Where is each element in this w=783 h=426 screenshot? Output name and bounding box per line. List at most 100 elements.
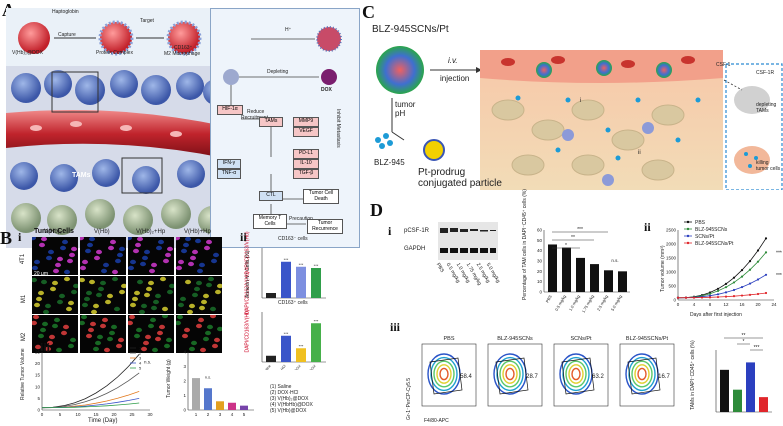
legend-item: (2) DOX·HCl (270, 390, 299, 396)
data-point (716, 287, 720, 290)
b-row-m1: M1 (21, 294, 28, 304)
tick-label: 15 (35, 373, 41, 378)
flow-title: SCNs/Pt (570, 336, 592, 342)
dose-label: PBS (434, 262, 446, 274)
d-sub-iii: iii (390, 320, 401, 334)
data-point (748, 259, 752, 263)
data-point (740, 269, 744, 272)
data-point (732, 276, 736, 279)
b-col-2: V(Hb) (94, 229, 110, 235)
tick-label: 25 (35, 350, 41, 355)
b-iii-tw-ylabel: Tumor Weight (g) (166, 359, 172, 398)
flow-inhibit: Inhibit Metastasis (335, 109, 341, 148)
b-iii-tv-ylabel: Relative Tumor Volume (20, 348, 26, 400)
tick-label: 20 (537, 269, 543, 274)
b-scale-bar: 20 μm (34, 271, 48, 277)
sig-label: n.s. (205, 374, 211, 379)
flow-il10: IL-10 (293, 159, 319, 169)
gate (429, 357, 463, 395)
b-sub-ii: ii (240, 230, 247, 244)
b-col-3: V(Hb)₂+Hp (136, 229, 166, 235)
tick-label: 1.75 mg/kg (581, 294, 595, 314)
microscopy-image (78, 235, 126, 275)
m2-macrophage-icon (166, 20, 202, 56)
legend-label: BLZ-945SCNs (695, 227, 728, 233)
microscopy-image (31, 276, 79, 315)
bar (216, 401, 224, 410)
protein-complex-icon (98, 20, 134, 56)
data-point (684, 296, 688, 299)
data-point (748, 268, 752, 271)
data-point (748, 293, 752, 296)
bar (576, 257, 585, 292)
d-tams-ylabel: TAMs in DAPI⁻CD45⁺ cells (%) (690, 340, 696, 410)
data-point (716, 295, 720, 299)
c-tumor-ph: tumor pH (395, 100, 416, 118)
tick-label: 0 (37, 408, 40, 413)
data-point (700, 296, 704, 299)
label-cd163: CD163⁺ (174, 45, 193, 51)
microscopy-image (128, 276, 175, 315)
panel-a-mechanism: H⁺ Depleting DOX HIF-1α Reduce Recruitme… (210, 8, 360, 248)
flow-title: BLZ-945SCNs/Pt (626, 336, 669, 342)
bar (311, 323, 321, 362)
bar (296, 348, 306, 362)
gate-value: 63.2 (592, 374, 604, 380)
blood-vessel (6, 109, 224, 158)
b-col-4: V(Hb)+Hp (184, 229, 211, 235)
bar (720, 369, 729, 412)
density-contour (637, 367, 647, 381)
legend-marker (686, 234, 690, 238)
tick-label: 60 (537, 228, 543, 233)
legend-label: BLZ-945SCNs/Pt (695, 241, 734, 247)
flow-title: BLZ-945SCNs (497, 336, 533, 342)
bar (204, 388, 212, 410)
tick-label: 0 (183, 408, 186, 413)
sig-label: n.s. (144, 360, 151, 365)
bar (548, 244, 557, 292)
tick-label: 2000 (666, 242, 677, 247)
tick-label: 24 (771, 302, 777, 307)
flow-title: PBS (443, 336, 454, 342)
series-line (677, 252, 767, 299)
b-col-1: V(Hb)₂ (44, 229, 62, 235)
legend-num: 5 (139, 366, 142, 371)
d-sub-ii: ii (644, 220, 651, 234)
tick-label: 10 (537, 279, 543, 284)
data-point (724, 295, 728, 298)
tick-label: 2 (183, 379, 186, 384)
legend-marker (686, 241, 690, 245)
b-sub-i: i (18, 230, 22, 244)
c-injection: injection (440, 74, 470, 83)
gate-value: 16.7 (658, 374, 670, 380)
flow-tams: TAMs (259, 117, 283, 127)
tick-label: 20 (35, 361, 41, 366)
flow-depleting: Depleting (267, 69, 289, 75)
gate-value: 28.7 (526, 374, 538, 380)
data-point (708, 294, 712, 297)
tick-label: 1500 (666, 256, 677, 261)
density-contour (571, 367, 581, 381)
bar (228, 402, 236, 410)
tick-label: 10 (35, 384, 41, 389)
bar (618, 271, 627, 292)
sig-label: ** (742, 333, 746, 339)
bar (562, 247, 571, 292)
sig-label: *** (314, 318, 319, 323)
sig-label: *** (299, 262, 304, 267)
d-western-blot (438, 222, 498, 260)
density-contour (439, 367, 449, 381)
scn-nanoparticle-icon (376, 46, 424, 94)
tick-label: 30 (147, 412, 153, 417)
data-point (724, 286, 728, 289)
data-point (732, 281, 736, 284)
sig-label: *** (284, 331, 289, 336)
bar (759, 397, 768, 412)
c-blz945: BLZ-945 (374, 158, 405, 167)
flow-plot: BLZ-945SCNs 28.7 (484, 332, 546, 421)
series-line (41, 402, 140, 409)
data-point (740, 285, 744, 289)
tick-label: 1000 (666, 270, 677, 275)
flow-h: H⁺ (285, 27, 292, 33)
